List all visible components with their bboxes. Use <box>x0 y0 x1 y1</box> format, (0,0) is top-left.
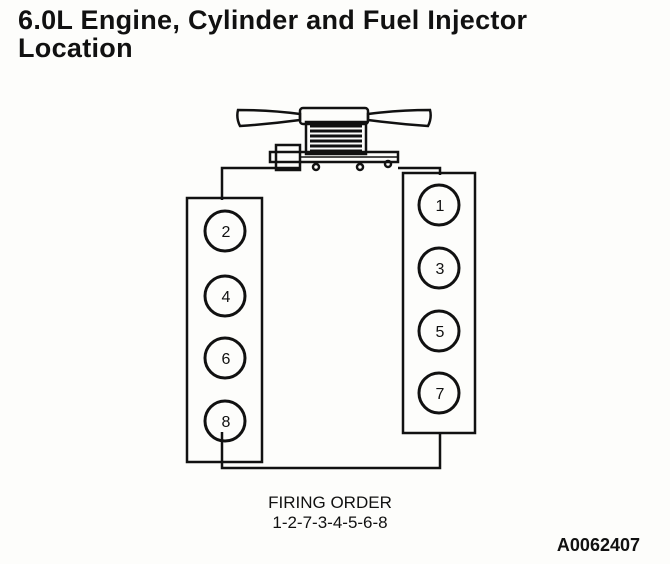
cylinder-label: 1 <box>436 198 445 215</box>
engine-block-outline <box>220 166 442 470</box>
cylinder-7 <box>417 371 461 415</box>
firing-order-sequence: 1-2-7-3-4-5-6-8 <box>272 513 388 532</box>
cylinder-2 <box>203 209 247 253</box>
cylinder-6 <box>203 336 247 380</box>
fuel-rail <box>268 143 400 172</box>
figure-code: A0062407 <box>556 535 640 555</box>
fan-icon <box>236 106 432 156</box>
firing-order-caption: FIRING ORDER 1-2-7-3-4-5-6-8 <box>200 493 460 533</box>
cylinder-5 <box>417 309 461 353</box>
title-line-1: 6.0L Engine, Cylinder and Fuel Injector <box>18 5 528 35</box>
cylinder-label: 8 <box>222 414 231 431</box>
firing-order-label: FIRING ORDER <box>268 493 392 512</box>
cylinder-8 <box>203 399 247 443</box>
title-line-2: Location <box>18 33 133 63</box>
cylinder-4 <box>203 274 247 318</box>
left-cylinder-bank <box>185 196 264 464</box>
cylinder-3 <box>417 246 461 290</box>
cylinder-label: 3 <box>436 261 445 278</box>
cylinder-label: 6 <box>222 351 231 368</box>
cylinder-label: 5 <box>436 324 445 341</box>
cylinder-label: 2 <box>222 224 231 241</box>
cylinder-1 <box>417 183 461 227</box>
diagram-title: 6.0L Engine, Cylinder and Fuel Injector … <box>18 6 527 62</box>
right-cylinder-bank <box>401 171 477 435</box>
cylinder-label: 4 <box>222 289 231 306</box>
cylinder-label: 7 <box>436 386 445 403</box>
